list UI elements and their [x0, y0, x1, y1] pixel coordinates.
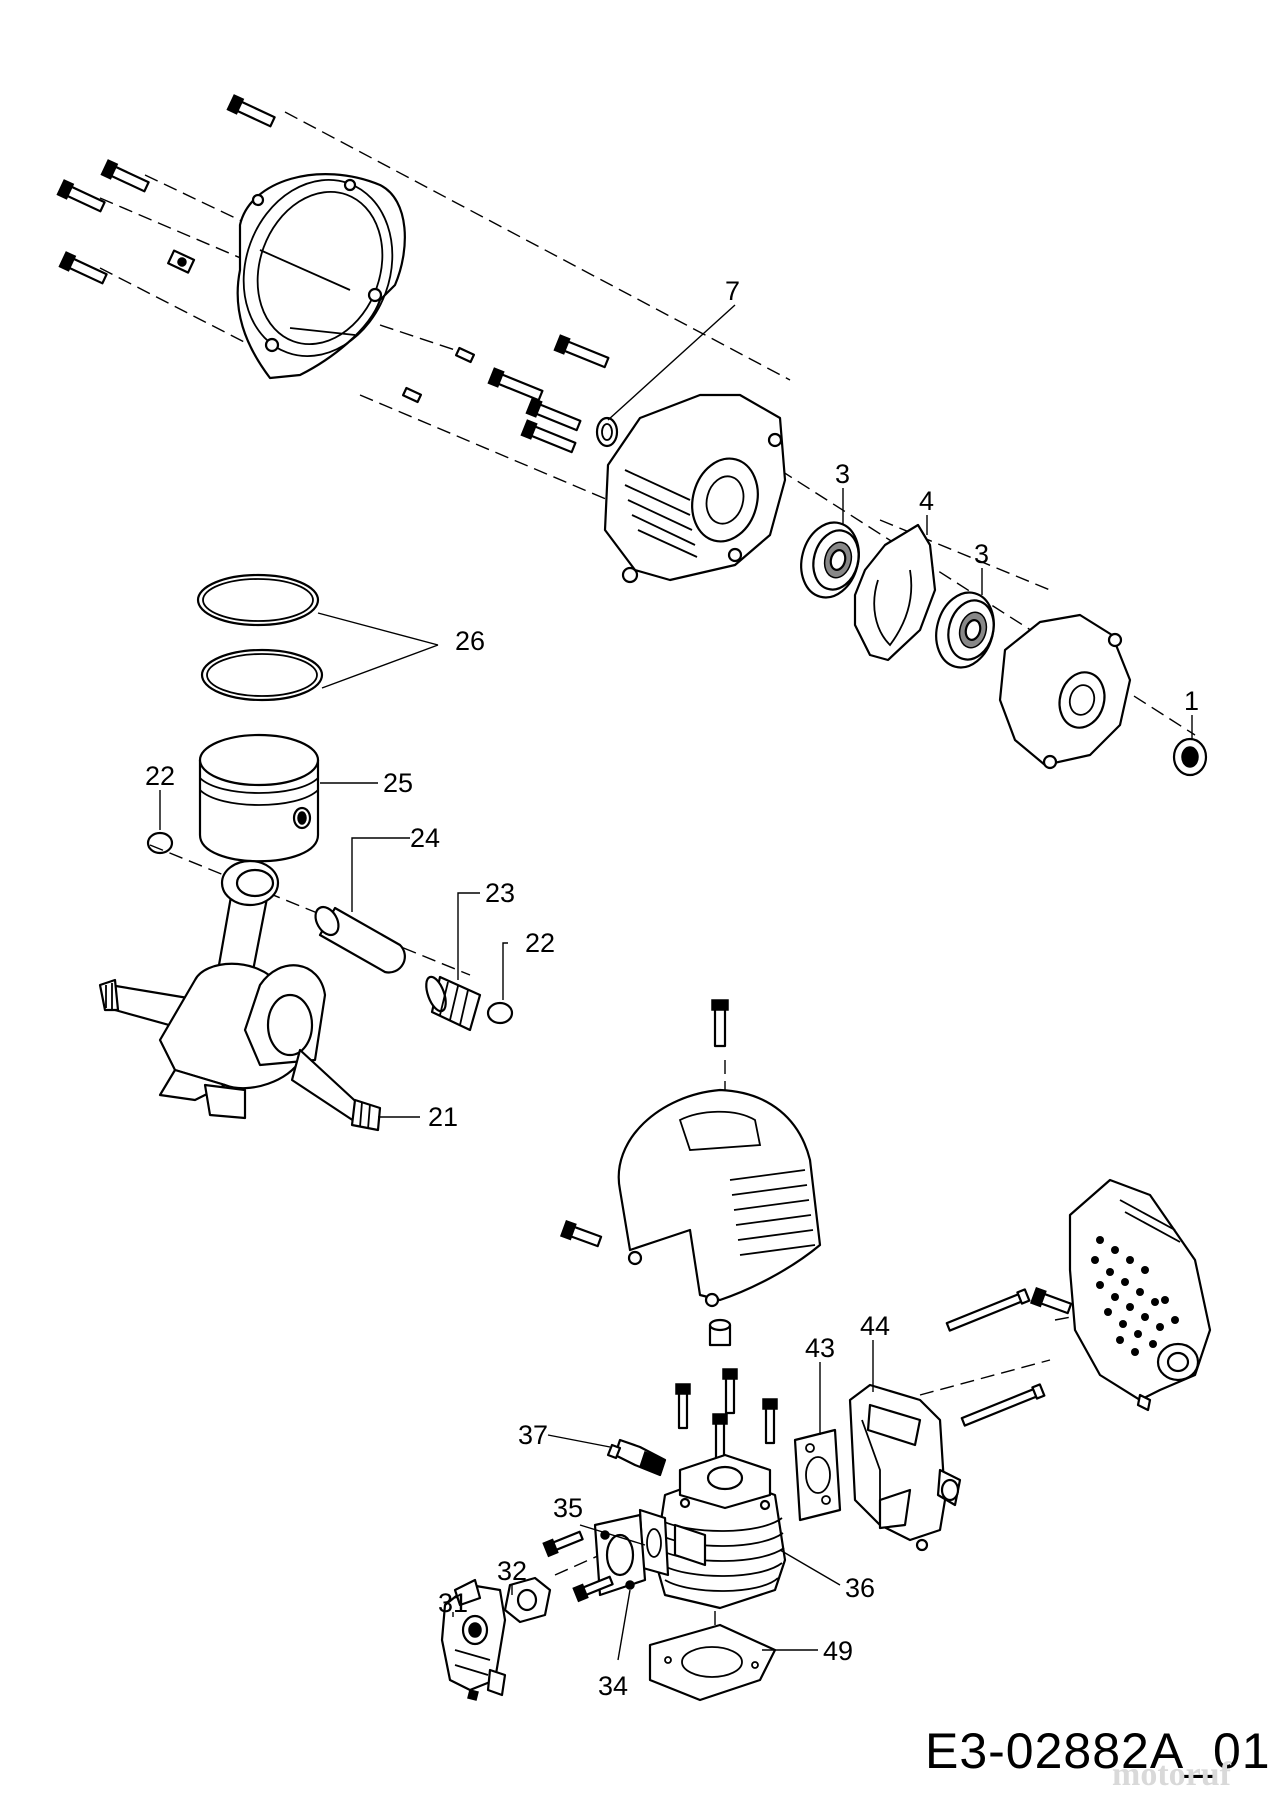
- muffler-cover-holes: [1091, 1236, 1179, 1356]
- oil-seal-part-7: [595, 416, 619, 448]
- piston-part-25: [198, 733, 320, 863]
- carburetor-gasket-part-32: [503, 1576, 552, 1624]
- diagram-code: E3-02882A_01: [925, 1723, 1271, 1779]
- muffler-gasket-part-43: [793, 1428, 842, 1522]
- callout-44: 44: [860, 1311, 890, 1341]
- callout-7: 7: [725, 276, 740, 306]
- crankcase-bolts: [487, 334, 610, 454]
- callout-1: 1: [1184, 686, 1199, 716]
- piston-rings-part-26: [196, 573, 324, 702]
- callout-4: 4: [919, 486, 934, 516]
- oil-seal-part-1: [1172, 737, 1208, 777]
- callout-labels: 7 3 4 3 1 26 22 25 24 23 22 21 44 43 37 …: [145, 276, 1199, 1701]
- dowel-pins: [401, 346, 476, 404]
- cover-spacer: [708, 1318, 732, 1347]
- callout-21: 21: [428, 1102, 458, 1132]
- circlip-part-22-right: [486, 1001, 514, 1025]
- callout-22-right: 22: [525, 928, 555, 958]
- callout-32: 32: [497, 1556, 527, 1586]
- callout-49: 49: [823, 1636, 853, 1666]
- carburetor-bolts: [542, 1530, 614, 1603]
- callout-43: 43: [805, 1333, 835, 1363]
- intake-insulator: [593, 1513, 647, 1597]
- callout-23: 23: [485, 878, 515, 908]
- callout-25: 25: [383, 768, 413, 798]
- callout-31: 31: [438, 1588, 468, 1618]
- piston-pin-part-24: [314, 905, 406, 974]
- circlip-part-22-left: [146, 831, 174, 855]
- crankcase-left-half: [603, 393, 787, 584]
- carburetor-part-31: [440, 1578, 507, 1701]
- cylinder: [653, 1453, 787, 1610]
- crankcase-gasket-part-4: [853, 523, 937, 662]
- callout-3-right: 3: [974, 539, 989, 569]
- cylinder-bolts: [675, 1368, 778, 1460]
- leader-lines: [159, 304, 1193, 1661]
- callout-34: 34: [598, 1671, 628, 1701]
- muffler-bolts: [945, 1288, 1046, 1427]
- bearing-part-3-right: [935, 591, 995, 669]
- cylinder-cover: [559, 999, 822, 1308]
- callout-37: 37: [518, 1420, 548, 1450]
- callout-26: 26: [455, 626, 485, 656]
- callout-22-left: 22: [145, 761, 175, 791]
- muffler-part-44: [848, 1383, 962, 1552]
- fan-housing-bolts: [56, 94, 276, 285]
- needle-bearing-part-23: [425, 975, 482, 1032]
- bearing-part-3-left: [800, 521, 860, 599]
- spark-plug-part-37: [606, 1438, 667, 1477]
- cylinder-base-gasket-part-49: [648, 1623, 777, 1702]
- watermark-logo: motoruf: [1112, 1756, 1231, 1793]
- callout-3-left: 3: [835, 459, 850, 489]
- crankshaft-part-21: [98, 859, 382, 1132]
- fan-housing: [236, 173, 406, 380]
- callout-36: 36: [845, 1573, 875, 1603]
- muffler-cover: [1029, 1178, 1212, 1412]
- callout-35: 35: [553, 1493, 583, 1523]
- crankcase-right-half: [998, 613, 1132, 770]
- callout-24: 24: [410, 823, 440, 853]
